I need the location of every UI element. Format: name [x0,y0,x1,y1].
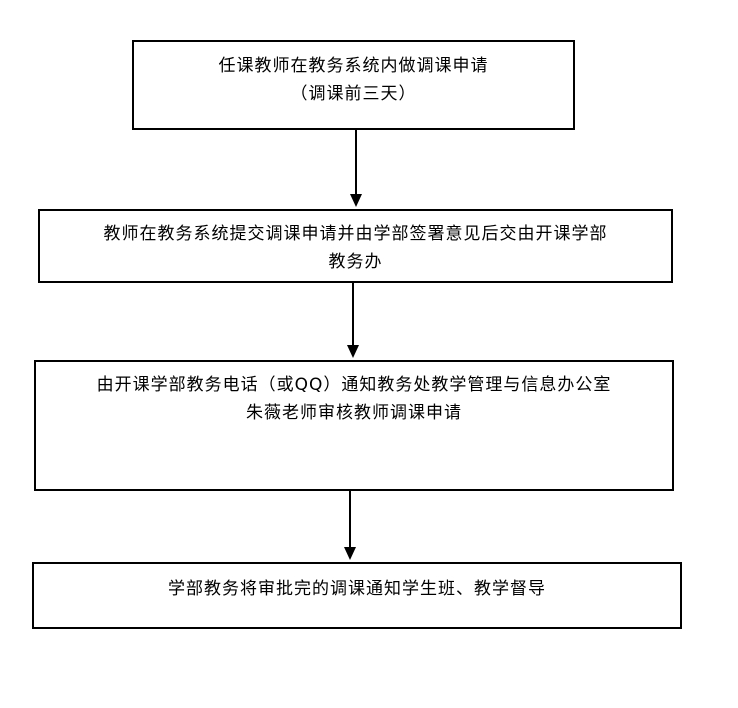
arrow-1-head-icon [350,194,362,207]
step-3-line-1: 由开课学部教务电话（或QQ）通知教务处教学管理与信息办公室 [96,375,612,395]
step-3-line-2: 朱薇老师审核教师调课申请 [246,403,462,423]
arrow-2-to-3 [347,283,359,358]
step-2-line-1: 教师在教务系统提交调课申请并由学部签署意见后交由开课学部 [103,224,608,244]
arrow-3-head-icon [344,547,356,560]
step-2-box: 教师在教务系统提交调课申请并由学部签署意见后交由开课学部 教务办 [38,209,673,283]
step-4-box: 学部教务将审批完的调课通知学生班、教学督导 [32,562,682,629]
step-1-line-2: （调课前三天） [290,84,417,104]
arrow-3-to-4 [344,491,356,560]
step-4-line-1: 学部教务将审批完的调课通知学生班、教学督导 [168,579,546,599]
step-1-box: 任课教师在教务系统内做调课申请 （调课前三天） [132,40,575,130]
arrow-2-head-icon [347,345,359,358]
step-1-line-1: 任课教师在教务系统内做调课申请 [218,56,489,76]
step-2-line-2: 教务办 [328,252,383,272]
step-3-box: 由开课学部教务电话（或QQ）通知教务处教学管理与信息办公室 朱薇老师审核教师调课… [34,360,674,491]
arrow-1-to-2 [350,130,362,207]
